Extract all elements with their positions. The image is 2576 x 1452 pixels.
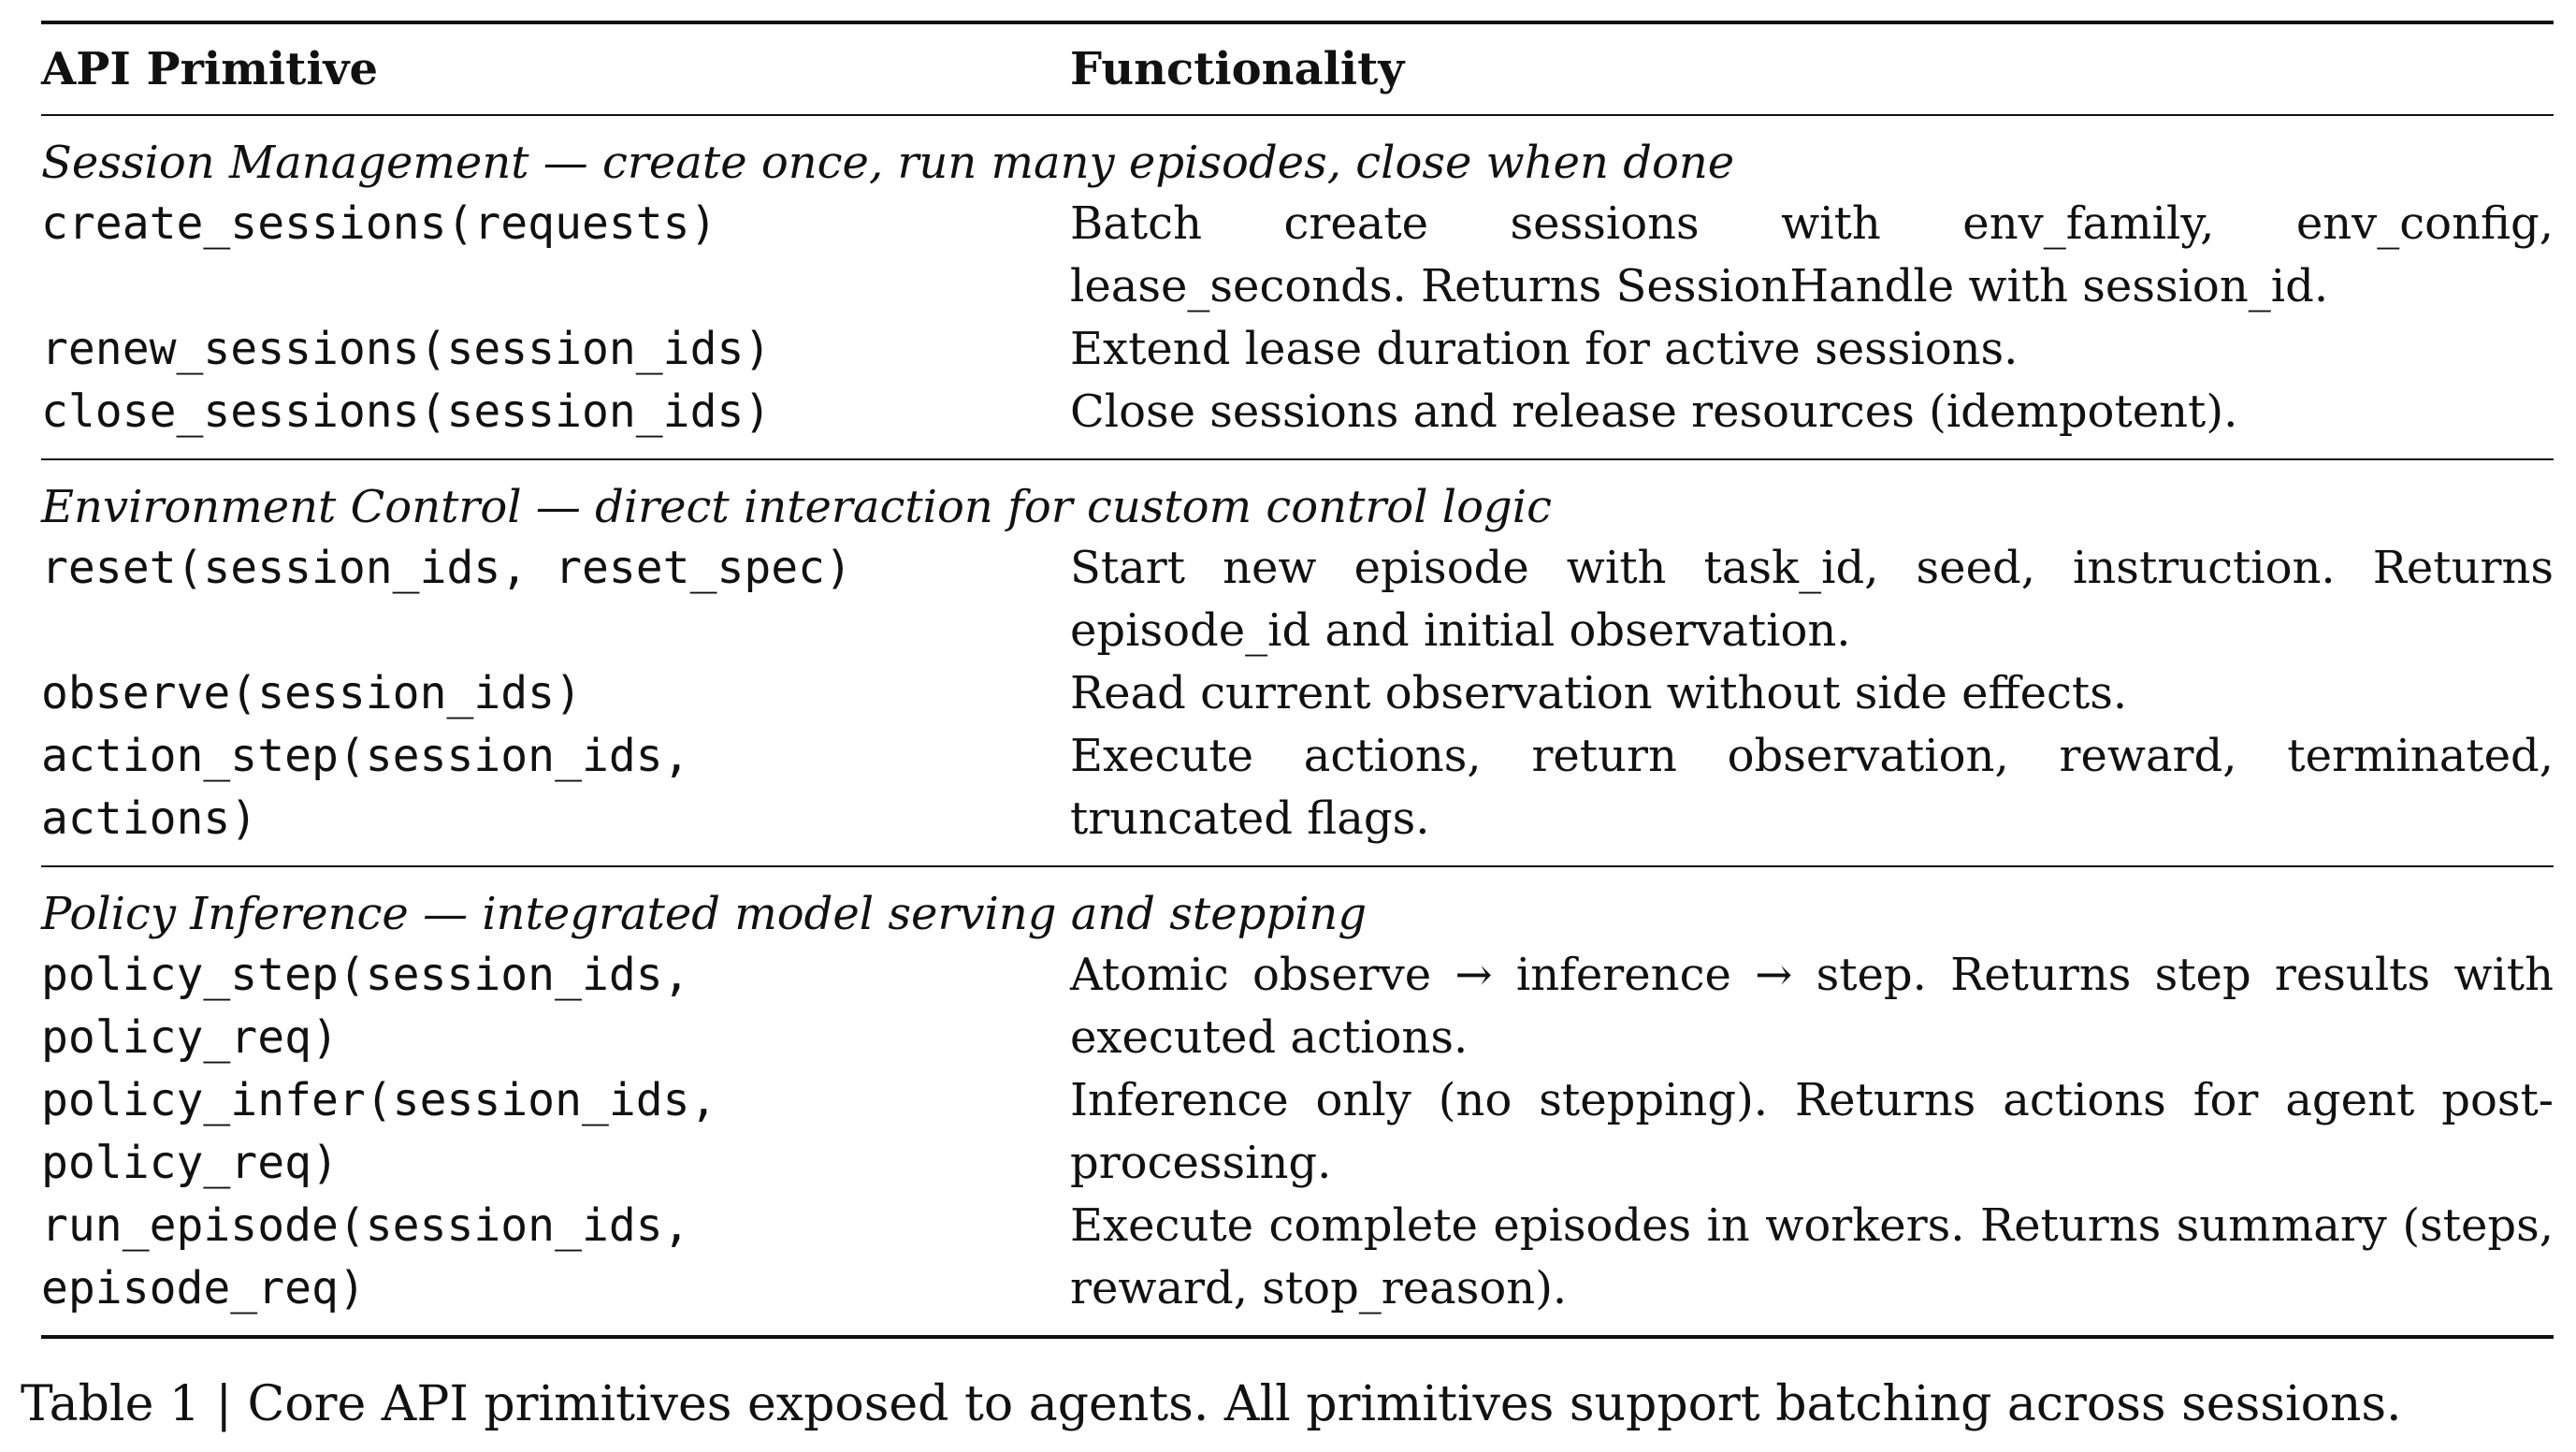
table-row: reset(session_ids, reset_spec) Start new… (41, 537, 2554, 662)
table-row: policy_step(session_ids, policy_req) Ato… (41, 944, 2554, 1069)
group-title: Environment Control — direct interaction… (41, 481, 1552, 533)
group-rule (41, 458, 2554, 460)
primitive-cell: action_step(session_ids, actions) (41, 730, 690, 845)
functionality-cell: Inference only (no stepping). Returns ac… (1070, 1074, 2554, 1189)
functionality-cell: Atomic observe → inference → step. Retur… (1070, 949, 2554, 1064)
functionality-cell: Execute complete episodes in workers. Re… (1070, 1199, 2554, 1314)
table-row: observe(session_ids) Read current observ… (41, 662, 2554, 725)
functionality-cell: Close sessions and release resources (id… (1070, 385, 2238, 438)
primitive-cell: renew_sessions(session_ids) (41, 323, 772, 375)
primitive-cell: reset(session_ids, reset_spec) (41, 542, 852, 594)
api-primitives-table: API Primitive Functionality Session Mana… (41, 21, 2554, 1339)
bottom-rule (41, 1335, 2554, 1339)
table-header: API Primitive Functionality (41, 24, 2554, 114)
group-rule (41, 865, 2554, 867)
primitive-cell: policy_step(session_ids, policy_req) (41, 949, 690, 1064)
table-caption: Table 1 | Core API primitives exposed to… (21, 1376, 2402, 1432)
table-row: policy_infer(session_ids, policy_req) In… (41, 1069, 2554, 1195)
top-rule (41, 21, 2554, 24)
group-title: Policy Inference — integrated model serv… (41, 888, 1368, 940)
group-environment-control: Environment Control — direct interaction… (41, 460, 2554, 865)
primitive-cell: create_sessions(requests) (41, 197, 717, 250)
functionality-cell: Extend lease duration for active session… (1070, 323, 2019, 375)
group-title: Session Management — create once, run ma… (41, 137, 1735, 189)
header-functionality: Functionality (1070, 43, 1405, 95)
table-row: close_sessions(session_ids) Close sessio… (41, 381, 2554, 443)
functionality-cell: Read current observation without side ef… (1070, 667, 2128, 719)
primitive-cell: observe(session_ids) (41, 667, 582, 719)
table-row: create_sessions(requests) Batch create s… (41, 193, 2554, 318)
header-api-primitive: API Primitive (41, 43, 378, 95)
primitive-cell: close_sessions(session_ids) (41, 385, 772, 438)
functionality-cell: Execute actions, return observation, rew… (1070, 730, 2554, 845)
group-policy-inference: Policy Inference — integrated model serv… (41, 867, 2554, 1335)
group-session-management: Session Management — create once, run ma… (41, 116, 2554, 458)
primitive-cell: run_episode(session_ids, episode_req) (41, 1199, 690, 1314)
table-row: action_step(session_ids, actions) Execut… (41, 725, 2554, 850)
table-row: run_episode(session_ids, episode_req) Ex… (41, 1195, 2554, 1320)
primitive-cell: policy_infer(session_ids, policy_req) (41, 1074, 717, 1189)
table-row: renew_sessions(session_ids) Extend lease… (41, 318, 2554, 381)
functionality-cell: Batch create sessions with env_family, e… (1070, 197, 2554, 312)
header-rule (41, 114, 2554, 116)
functionality-cell: Start new episode with task_id, seed, in… (1070, 542, 2554, 657)
